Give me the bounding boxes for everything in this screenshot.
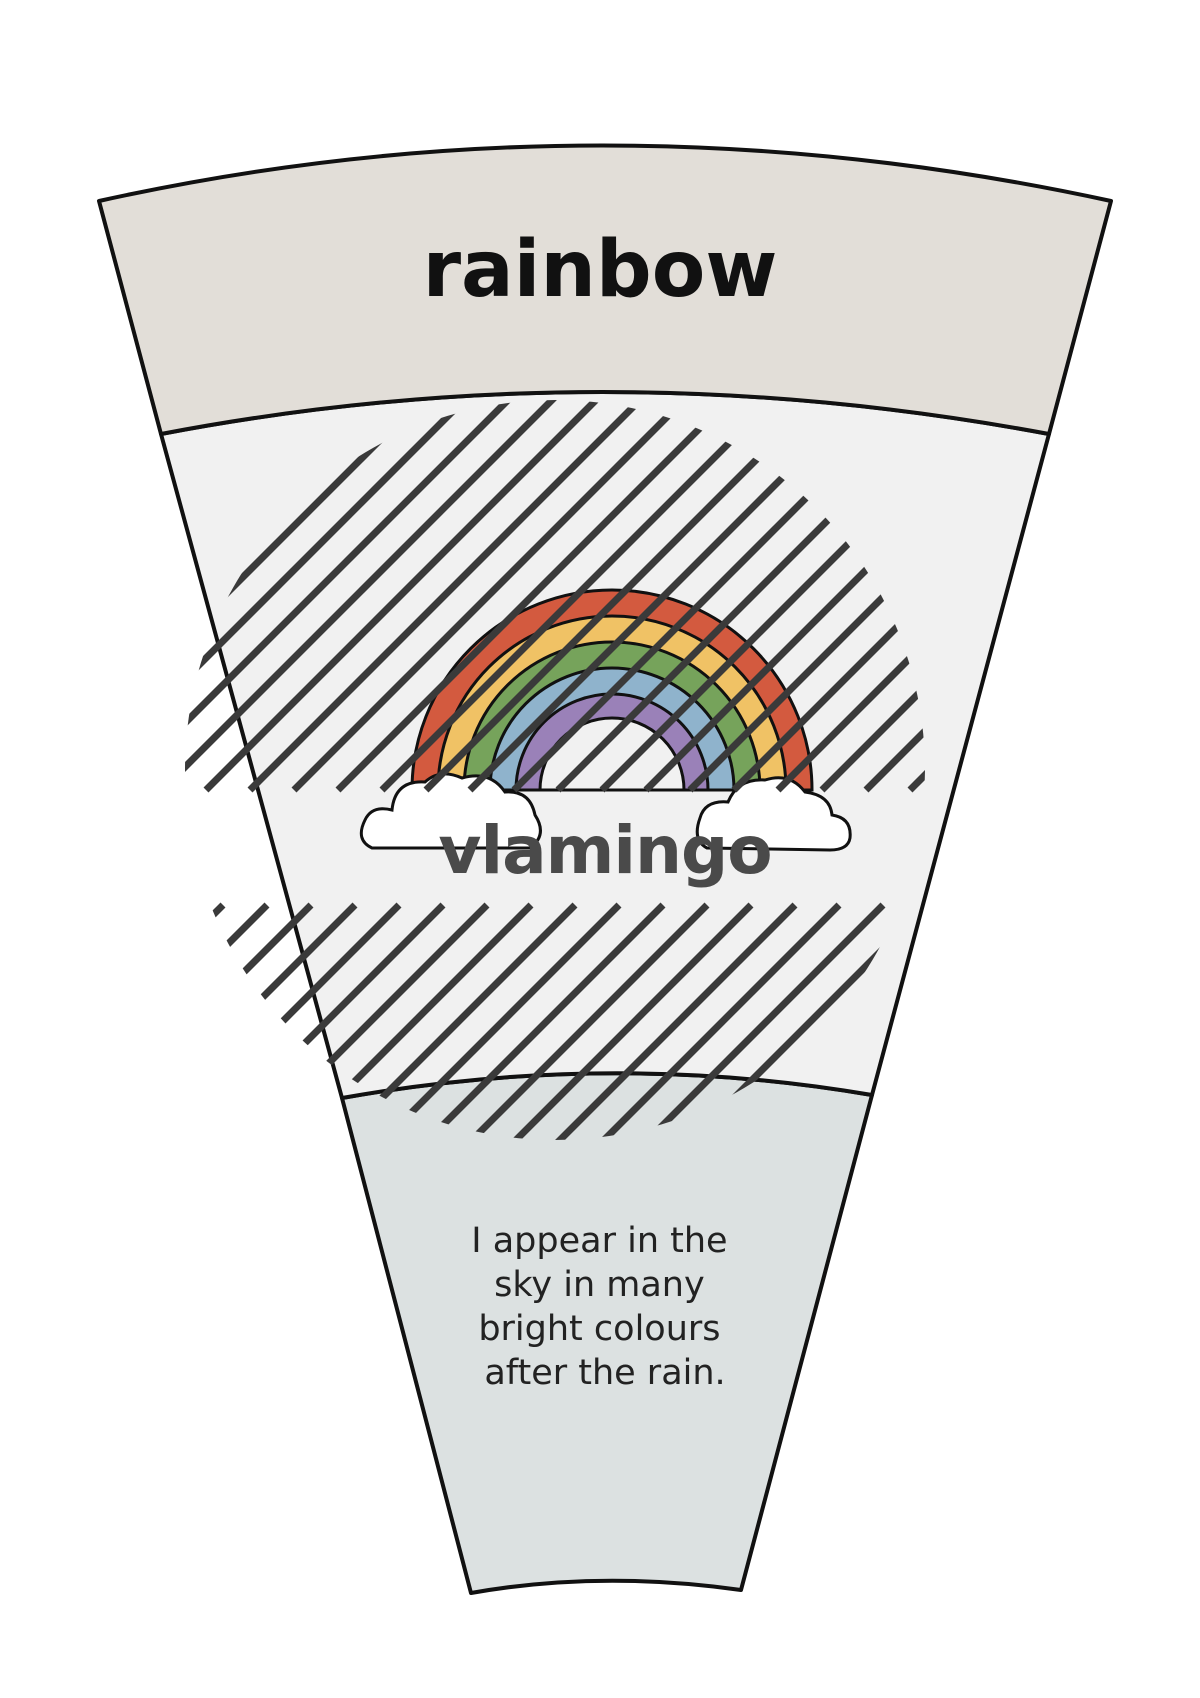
watermark-hatch-line xyxy=(775,565,925,793)
riddle-line: sky in many xyxy=(494,1265,705,1305)
watermark-hatch-line xyxy=(185,902,925,1140)
watermark-hatch-line xyxy=(185,902,226,981)
watermark-hatch-line xyxy=(335,400,925,793)
watermark-hatch-line xyxy=(291,400,925,793)
title-band xyxy=(97,143,1113,436)
watermark-hatch-line xyxy=(150,0,1000,142)
watermark-hatch-line xyxy=(185,902,886,1140)
watermark-hatch-line xyxy=(150,0,1000,98)
watermark-hatch-line xyxy=(247,400,925,793)
watermark-hatch-line xyxy=(203,400,925,793)
watermark-hatch-line xyxy=(185,400,925,761)
watermark-hatch-line xyxy=(185,902,710,1140)
card-title: rainbow xyxy=(423,225,778,315)
watermark-hatch-line xyxy=(185,400,925,673)
watermark-hatch-line xyxy=(150,905,179,934)
watermark-hatch-line xyxy=(185,400,925,717)
watermark-hatch-line xyxy=(643,433,925,793)
watermark-hatch-line xyxy=(555,400,925,793)
watermark-hatch-line xyxy=(599,400,925,793)
watermark-logo-text: vlamingo xyxy=(438,812,771,889)
riddle-line: after the rain. xyxy=(484,1353,725,1393)
watermark-hatch-line xyxy=(819,609,925,793)
watermark-hatch-line xyxy=(185,902,842,1140)
riddle-line: bright colours xyxy=(478,1309,720,1349)
watermark-hatch-line xyxy=(511,400,925,793)
watermark-hatch-line xyxy=(423,400,925,793)
riddle-line: I appear in the xyxy=(471,1221,727,1261)
watermark-hatch-line xyxy=(998,788,1000,790)
watermark-hatch-line xyxy=(731,521,925,793)
watermark-hatch-line xyxy=(185,400,925,793)
watermark-hatch-line xyxy=(185,902,798,1140)
watermark-hatch-line xyxy=(185,902,666,1140)
watermark-hatch-line xyxy=(687,477,925,793)
watermark-hatch-line xyxy=(185,902,754,1140)
watermark-hatch-line xyxy=(150,0,1000,54)
watermark-hatch-line xyxy=(185,902,314,1069)
watermark-hatch-line xyxy=(379,400,925,793)
watermark-hatch-line xyxy=(150,0,1000,10)
riddle-text: I appear in the sky in many bright colou… xyxy=(471,1221,738,1393)
watermark-hatch-line xyxy=(467,400,925,793)
watermark-hatch-line xyxy=(863,653,925,793)
